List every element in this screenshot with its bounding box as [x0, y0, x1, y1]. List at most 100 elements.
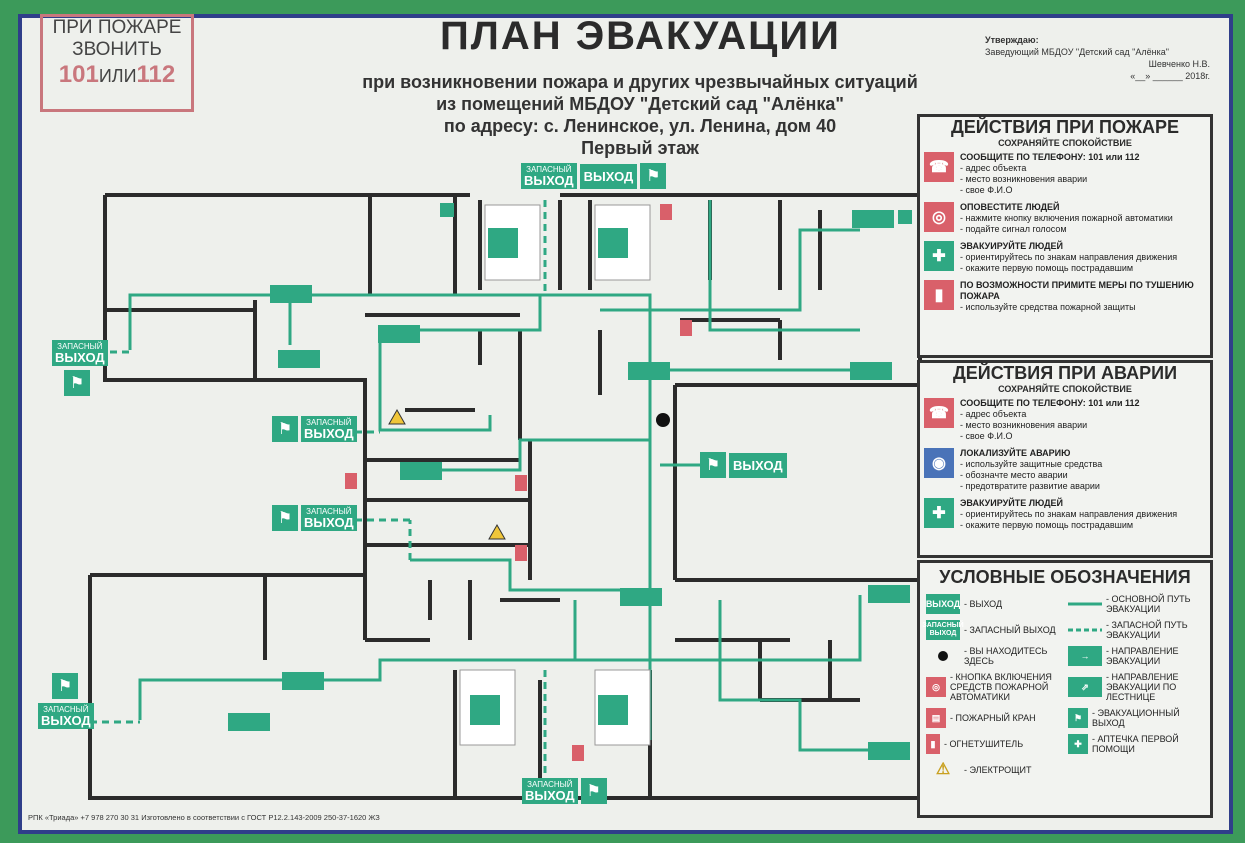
accident-actions-panel: ДЕЙСТВИЯ ПРИ АВАРИИ СОХРАНЯЙТЕ СПОКОЙСТВ…	[917, 360, 1213, 558]
legend-item: - ЗАПАСНОЙ ПУТЬ ЭВАКУАЦИИ	[1068, 620, 1204, 640]
accident-action-text: - ориентируйтесь по знакам направления д…	[960, 509, 1178, 530]
accident-action-head: СООБЩИТЕ ПО ТЕЛЕФОНУ: 101 или 112	[960, 398, 1140, 408]
fire-action-text: - нажмите кнопку включения пожарной авто…	[960, 213, 1173, 234]
reserve-exit-top: ЗАПАСНЫЙ	[306, 507, 352, 516]
center-exit-sign: ⚑ ВЫХОД	[700, 452, 787, 478]
running-man-icon: ⚑	[272, 505, 298, 531]
legend-item: ✚- АПТЕЧКА ПЕРВОЙ ПОМОЩИ	[1068, 734, 1204, 754]
running-man-icon: ⚑	[52, 673, 78, 699]
extinguisher-icon: ▮	[924, 280, 954, 310]
legend-label: - ВЫ НАХОДИТЕСЬ ЗДЕСЬ	[964, 646, 1048, 666]
main-path-icon	[1068, 594, 1102, 614]
approval-name: Шевченко Н.В.	[1148, 59, 1210, 69]
reserve-exit-top: ЗАПАСНЫЙ	[306, 418, 352, 427]
you-are-here-dot	[656, 413, 670, 427]
call-number-112: 112	[136, 61, 176, 88]
legend-label: - ВЫХОД	[964, 599, 1003, 609]
fire-action-item: ✚ ЭВАКУИРУЙТЕ ЛЮДЕЙ- ориентируйтесь по з…	[924, 241, 1206, 274]
plan-title: ПЛАН ЭВАКУАЦИИ	[440, 14, 841, 58]
accident-action-head: ЛОКАЛИЗУЙТЕ АВАРИЮ	[960, 448, 1071, 458]
accident-action-item: ☎ СООБЩИТЕ ПО ТЕЛЕФОНУ: 101 или 112- адр…	[924, 398, 1206, 442]
fire-action-text: - ориентируйтесь по знакам направления д…	[960, 252, 1178, 273]
reserve-evacuation-path	[90, 200, 547, 790]
running-man-icon: ⚑	[700, 452, 726, 478]
fire-action-text: - адрес объекта - место возникновения ав…	[960, 163, 1088, 195]
reserve-exit-bottom: ВЫХОД	[41, 713, 91, 728]
running-man-icon: ⚑	[64, 370, 90, 396]
plan-subtitle-1: при возникновении пожара и других чрезвы…	[362, 72, 918, 92]
alarm-button-icon: ◎	[926, 677, 946, 697]
electrical-panel-icons	[388, 408, 506, 540]
reserve-exit-bottom: ВЫХОД	[304, 426, 354, 441]
fire-action-head: ОПОВЕСТИТЕ ЛЮДЕЙ	[960, 202, 1060, 212]
running-man-icon: ⚑	[580, 778, 607, 804]
approval-block: Утверждаю: Заведующий МБДОУ "Детский сад…	[985, 34, 1210, 82]
legend-label: - ОГНЕТУШИТЕЛЬ	[944, 739, 1024, 749]
legend-grid: ВЫХОД- ВЫХОД - ОСНОВНОЙ ПУТЬ ЭВАКУАЦИИ З…	[920, 590, 1210, 784]
extinguisher-icons	[345, 204, 692, 761]
accident-action-text: - адрес объекта - место возникновения ав…	[960, 409, 1088, 441]
main-exit-sign: ВЫХОД	[729, 452, 787, 478]
reserve-exit-bottom: ВЫХОД	[304, 515, 354, 530]
reserve-exit-bottom: ВЫХОД	[525, 788, 575, 803]
legend-item: ⚑- ЭВАКУАЦИОННЫЙ ВЫХОД	[1068, 708, 1204, 728]
fire-hydrant-icon: ▤	[926, 708, 946, 728]
approval-line2: Заведующий МБДОУ "Детский сад "Алёнка"	[985, 47, 1169, 57]
phone-icon: ☎	[924, 398, 954, 428]
accident-actions-subtitle: СОХРАНЯЙТЕ СПОКОЙСТВИЕ	[998, 384, 1132, 394]
first-aid-icon: ✚	[1068, 734, 1088, 754]
evacuation-exit-icon: ⚑	[1068, 708, 1088, 728]
fire-actions-subtitle: СОХРАНЯЙТЕ СПОКОЙСТВИЕ	[998, 138, 1132, 148]
accident-action-text: - используйте защитные средства - обозна…	[960, 459, 1103, 491]
accident-action-head: ЭВАКУИРУЙТЕ ЛЮДЕЙ	[960, 498, 1063, 508]
reserve-exit-icon: ЗАПАСНЫЙ ВЫХОД	[922, 620, 964, 640]
stair-direction-icon: ⇗	[1068, 677, 1102, 697]
extinguisher-icon: ▮	[926, 734, 940, 754]
legend-label: - ЗАПАСНОЙ ПУТЬ ЭВАКУАЦИИ	[1106, 620, 1188, 640]
evacuation-icon: ✚	[924, 498, 954, 528]
reserve-exit-top: ЗАПАСНЫЙ	[526, 165, 572, 174]
electrical-panel-icon: ⚠	[935, 761, 951, 778]
footer-credits: РПК «Триада» +7 978 270 30 31 Изготовлен…	[28, 813, 380, 822]
you-are-here-icon	[926, 646, 960, 666]
floor-label: Первый этаж	[581, 138, 699, 158]
running-man-icon: ⚑	[272, 416, 298, 442]
legend-item: →- НАПРАВЛЕНИЕ ЭВАКУАЦИИ	[1068, 646, 1204, 666]
evacuation-direction-icon: →	[1068, 646, 1102, 666]
accident-action-item: ✚ ЭВАКУИРУЙТЕ ЛЮДЕЙ- ориентируйтесь по з…	[924, 498, 1206, 531]
running-man-icon: ⚑	[640, 163, 667, 189]
fire-actions-title: ДЕЙСТВИЯ ПРИ ПОЖАРЕ	[950, 117, 1180, 137]
reserve-exit-top: ЗАПАСНЫЙ	[527, 780, 573, 789]
exit-sign-icon: ВЫХОД	[926, 594, 960, 614]
alarm-button-icon: ◎	[924, 202, 954, 232]
fire-action-item: ▮ ПО ВОЗМОЖНОСТИ ПРИМИТЕ МЕРЫ ПО ТУШЕНИЮ…	[924, 280, 1206, 313]
legend-panel: УСЛОВНЫЕ ОБОЗНАЧЕНИЯ ВЫХОД- ВЫХОД - ОСНО…	[917, 560, 1213, 818]
call-or: ИЛИ	[98, 66, 137, 86]
legend-item: ◎- КНОПКА ВКЛЮЧЕНИЯ СРЕДСТВ ПОЖАРНОЙ АВТ…	[926, 672, 1062, 702]
accident-action-item: ◉ ЛОКАЛИЗУЙТЕ АВАРИЮ- используйте защитн…	[924, 448, 1206, 492]
call-number-101: 101	[58, 61, 99, 88]
reserve-exit-top: ЗАПАСНЫЙ	[57, 342, 103, 351]
legend-label: - ЗАПАСНЫЙ ВЫХОД	[964, 625, 1056, 635]
first-aid-icons	[440, 203, 912, 224]
fire-action-item: ☎ СООБЩИТЕ ПО ТЕЛЕФОНУ: 101 или 112- адр…	[924, 152, 1206, 196]
call-line1: ПРИ ПОЖАРЕ	[52, 17, 182, 38]
legend-item: ВЫХОД - ВЫХОД	[926, 594, 1062, 614]
legend-item: ▮ - ОГНЕТУШИТЕЛЬ	[926, 734, 1062, 754]
stair-direction-icons	[470, 228, 628, 725]
reserve-exit-top: ЗАПАСНЫЙ	[43, 705, 89, 714]
fire-action-head: СООБЩИТЕ ПО ТЕЛЕФОНУ: 101 или 112	[960, 152, 1140, 162]
legend-title: УСЛОВНЫЕ ОБОЗНАЧЕНИЯ	[939, 567, 1191, 587]
legend-item: - ВЫ НАХОДИТЕСЬ ЗДЕСЬ	[926, 646, 1062, 666]
reserve-exit-bottom: ВЫХОД	[55, 350, 105, 365]
fire-actions-panel: ДЕЙСТВИЯ ПРИ ПОЖАРЕ СОХРАНЯЙТЕ СПОКОЙСТВ…	[917, 114, 1213, 358]
plan-address: по адресу: с. Ленинское, ул. Ленина, дом…	[443, 116, 837, 136]
